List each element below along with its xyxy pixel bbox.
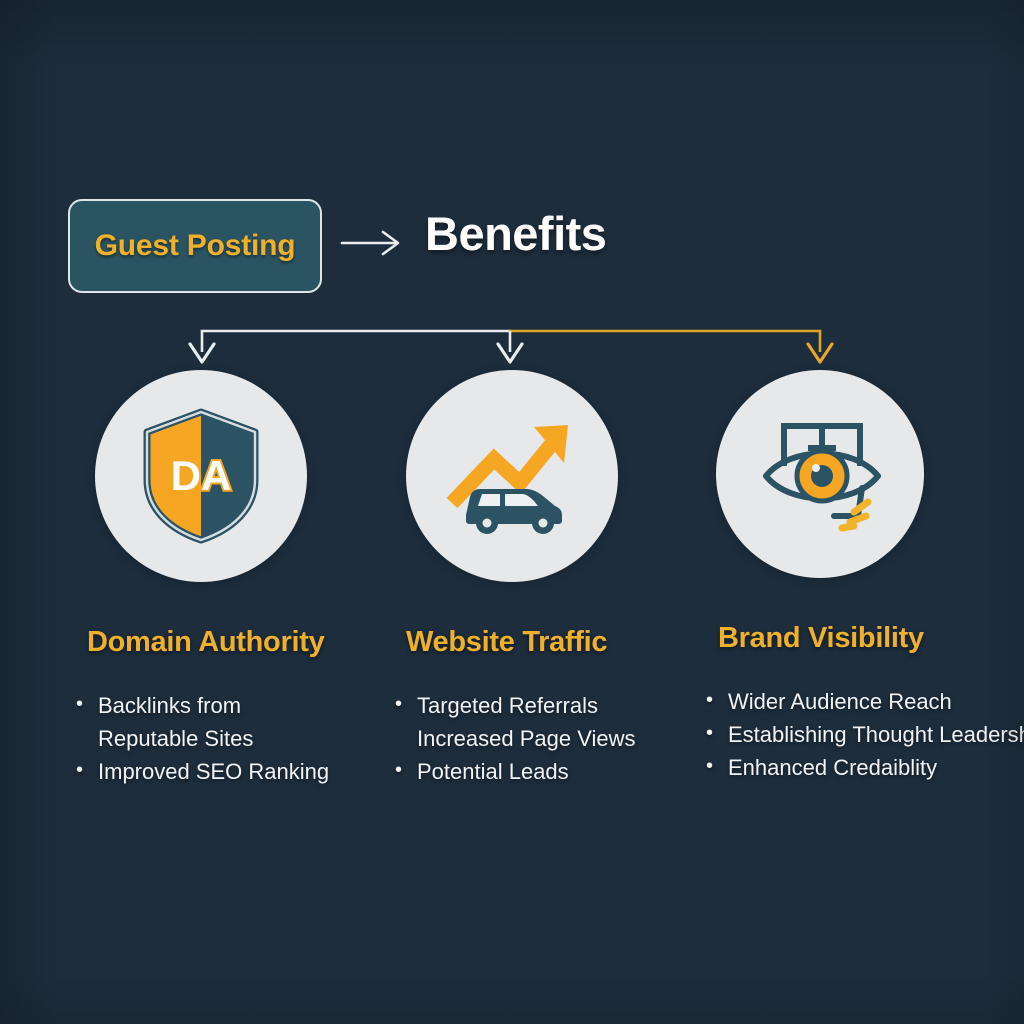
icon-disc-website-traffic <box>406 370 618 582</box>
benefit-column-website-traffic: Website Traffic Targeted Referrals Incre… <box>368 370 668 788</box>
connector-branch-1 <box>188 331 216 364</box>
shield-da-icon: DA <box>143 408 259 544</box>
eye-visibility-icon <box>763 423 881 532</box>
list-item: Establishing Thought Leadership <box>702 717 1024 751</box>
benefit-heading-domain-authority: Domain Authority <box>87 626 325 658</box>
list-item: Enhanced Credaiblity <box>702 750 1024 784</box>
benefit-list-domain-authority: Backlinks from Reputable Sites Improved … <box>72 688 360 788</box>
benefit-heading-brand-visibility: Brand Visibility <box>718 622 924 654</box>
list-item: Wider Audience Reach <box>702 684 1024 718</box>
list-item: Reputable Sites <box>98 726 254 751</box>
list-item: Potential Leads <box>391 754 668 788</box>
benefit-list-website-traffic: Targeted Referrals Increased Page Views … <box>391 688 668 788</box>
list-item: Improved SEO Ranking <box>72 754 360 788</box>
connector-tree <box>188 329 834 364</box>
icon-disc-domain-authority: DA <box>95 370 307 582</box>
list-item: Targeted Referrals <box>391 688 668 722</box>
arrow-right-icon <box>340 230 400 256</box>
icon-disc-brand-visibility <box>716 370 924 578</box>
connector-branch-3 <box>806 331 834 364</box>
list-item: Backlinks from <box>72 688 360 722</box>
page-title: Benefits <box>425 207 607 260</box>
source-chip-label: Guest Posting <box>94 229 296 262</box>
shield-da-letters: DA <box>171 452 232 499</box>
list-item: Increased Page Views <box>417 726 636 751</box>
benefit-heading-website-traffic: Website Traffic <box>406 626 608 658</box>
benefit-column-domain-authority: DA Domain Authority Backlinks from Reput… <box>60 370 360 788</box>
traffic-growth-car-icon <box>446 425 568 534</box>
benefit-list-brand-visibility: Wider Audience Reach Establishing Though… <box>702 684 1024 784</box>
benefit-column-brand-visibility: Brand Visibility Wider Audience Reach Es… <box>680 370 1024 784</box>
source-chip[interactable]: Guest Posting <box>68 199 322 293</box>
connector-branch-2 <box>496 331 524 364</box>
